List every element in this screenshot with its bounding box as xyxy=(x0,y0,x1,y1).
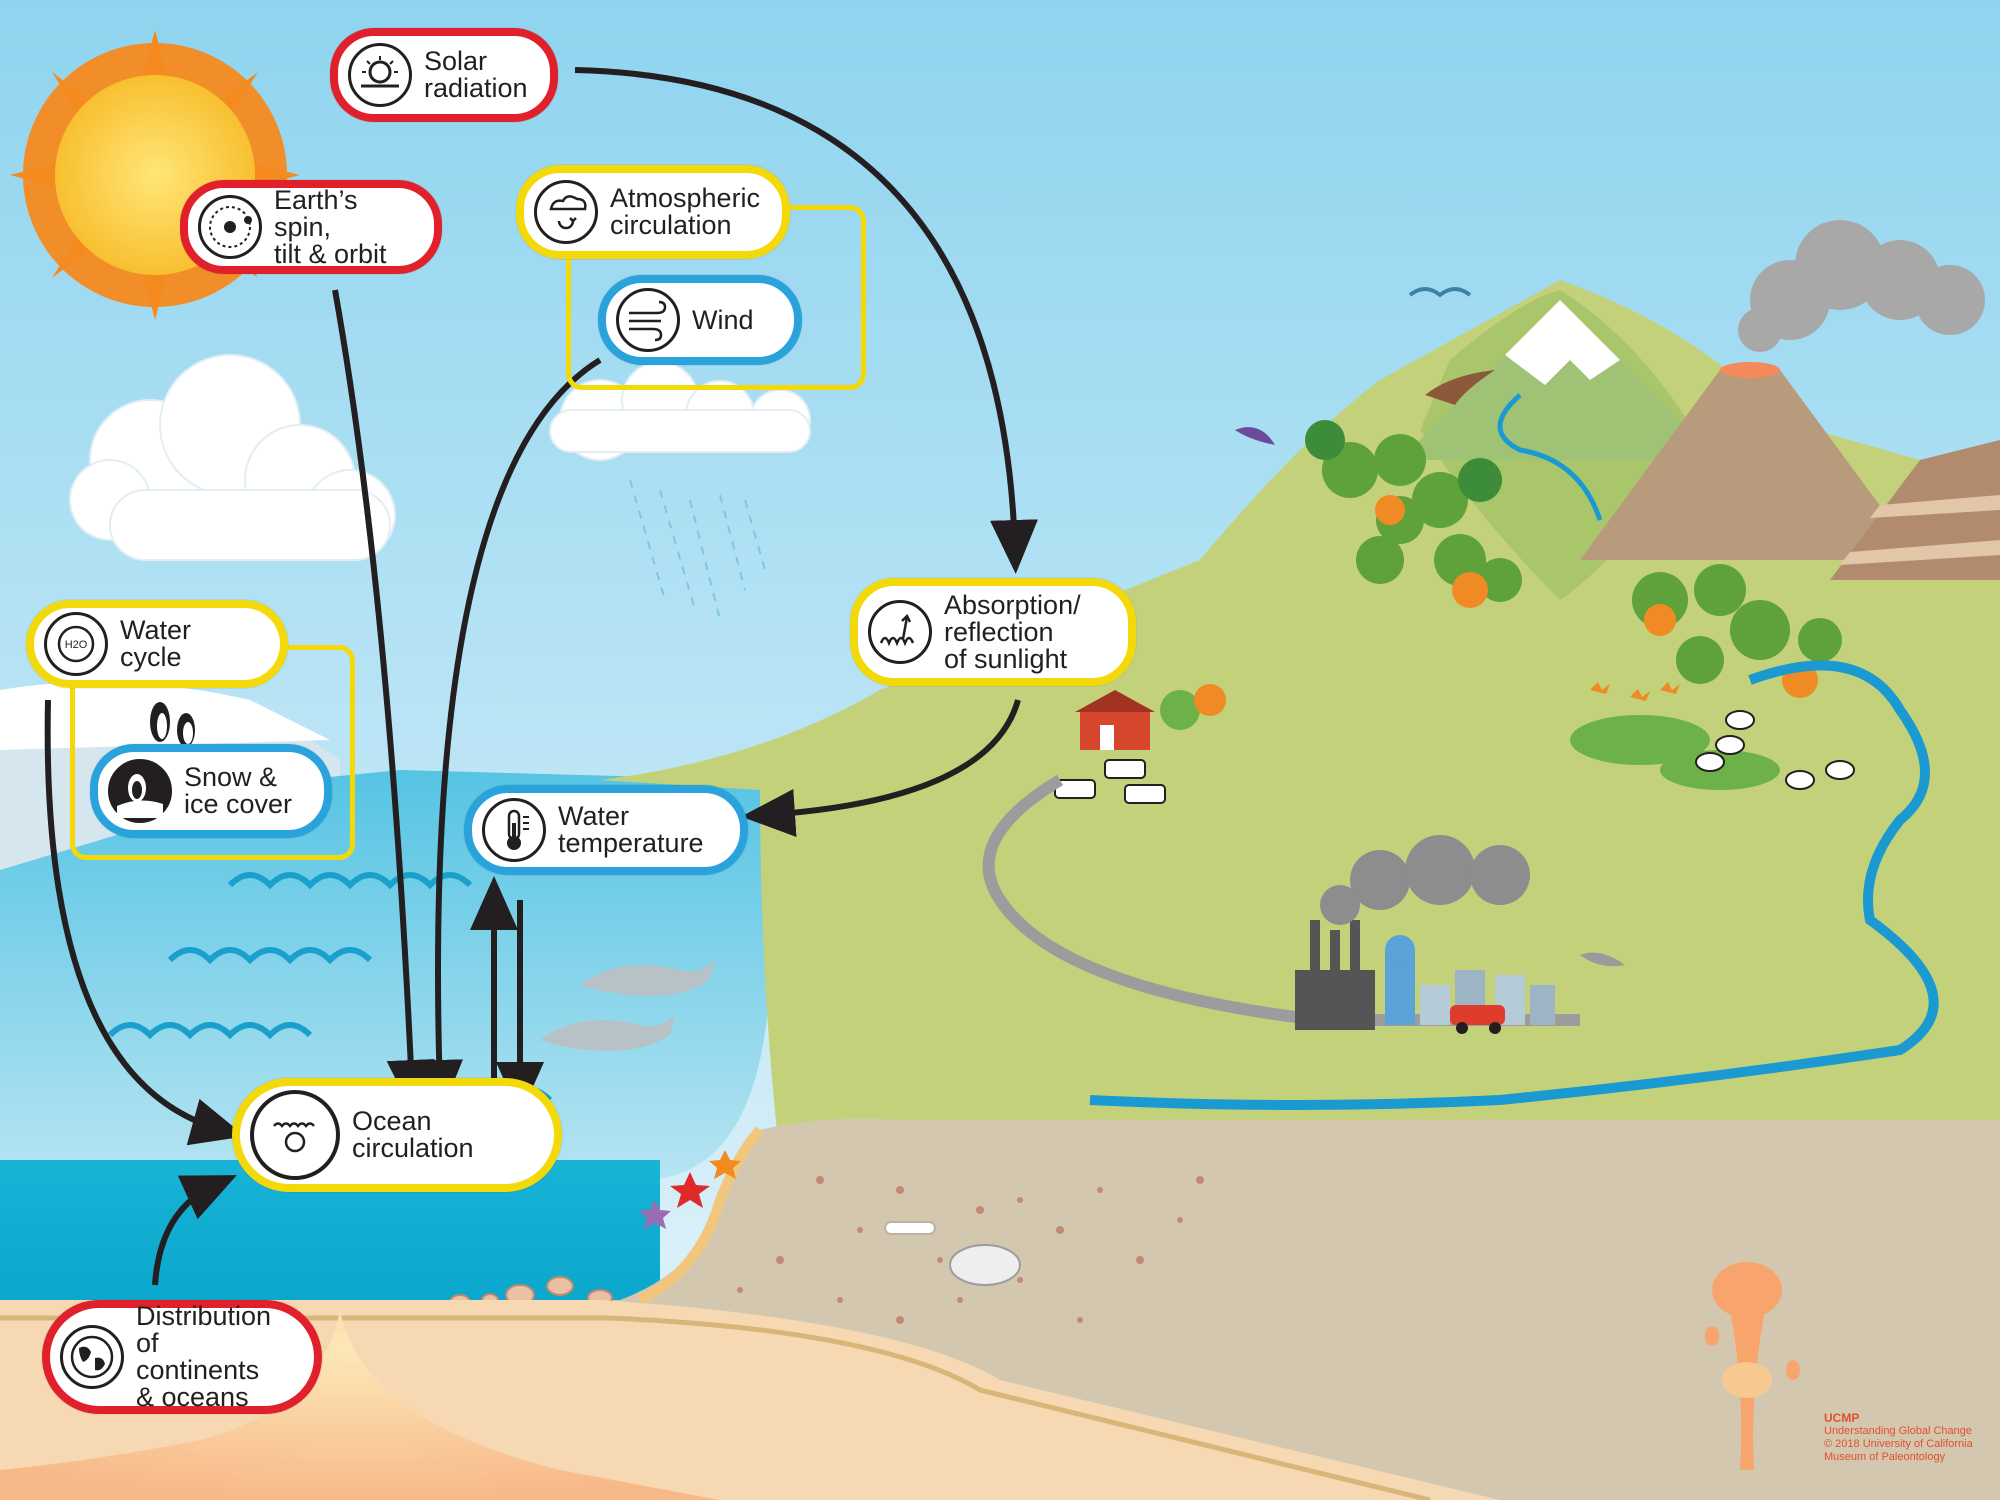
node-snow-ice[interactable]: Snow & ice cover xyxy=(90,744,332,838)
shoreline xyxy=(637,1126,764,1305)
arrow-watercycle-to-ocean xyxy=(44,699,246,1146)
arrow-spin-to-ocean xyxy=(332,289,435,1114)
factory xyxy=(1295,835,1530,1030)
credit-block: UCMP Understanding Global Change © 2018 … xyxy=(1824,1412,1994,1464)
farm xyxy=(1075,684,1226,750)
node-solar-radiation[interactable]: Solar radiation xyxy=(330,28,558,122)
volcano xyxy=(1580,370,1920,560)
cliff-layers xyxy=(1830,440,2000,580)
node-ocean-circulation-label: Ocean circulation xyxy=(352,1106,474,1163)
forest-upper xyxy=(1305,420,1522,608)
volcano-crater xyxy=(1720,362,1780,378)
magma-plume xyxy=(0,1310,720,1500)
node-atmospheric-circulation-label: Atmospheric circulation xyxy=(610,183,761,240)
forest-right xyxy=(1632,564,1842,698)
wind-icon xyxy=(616,288,680,352)
h2o-text: H2O xyxy=(65,639,88,651)
city xyxy=(1385,935,1555,1025)
orbit-icon xyxy=(198,195,262,259)
cloud-left xyxy=(69,354,396,561)
credit-line: Museum of Paleontology xyxy=(1824,1451,1946,1463)
thermometer-icon xyxy=(482,798,546,862)
arrows xyxy=(44,67,1039,1286)
volcano-smoke xyxy=(1738,220,1985,352)
ocean-cycle-icon xyxy=(250,1090,340,1180)
node-absorption-label: Absorption/ reflection of sunlight xyxy=(944,589,1081,674)
sheep xyxy=(1695,710,1855,790)
birds xyxy=(1235,287,1625,967)
rain xyxy=(629,479,766,621)
node-water-cycle[interactable]: H2O Water cycle xyxy=(26,600,288,688)
crust-line xyxy=(0,1315,1431,1500)
arrow-distribution-to-ocean xyxy=(152,1175,237,1286)
node-earth-spin[interactable]: Earth’s spin, tilt & orbit xyxy=(180,180,442,274)
absorption-icon xyxy=(868,600,932,664)
sediment xyxy=(0,1118,2000,1500)
node-distribution[interactable]: Distribution of continents & oceans xyxy=(42,1300,322,1414)
node-wind-label: Wind xyxy=(692,304,754,335)
arrow-solar-to-absorption xyxy=(574,67,1039,574)
sun xyxy=(10,30,300,320)
road xyxy=(982,774,1580,1026)
car xyxy=(1450,1005,1505,1034)
meadow xyxy=(1570,715,1780,790)
node-snow-ice-label: Snow & ice cover xyxy=(184,762,293,819)
credit-line: Understanding Global Change xyxy=(1824,1425,1972,1437)
snow-mountain xyxy=(1400,300,1720,460)
fossils xyxy=(884,1221,1021,1286)
credit-line: © 2018 University of California xyxy=(1824,1438,1973,1450)
node-atmospheric-circulation[interactable]: Atmospheric circulation xyxy=(516,165,790,259)
credit-brand: UCMP xyxy=(1824,1411,1860,1425)
mantle-plume-right xyxy=(1705,1262,1800,1470)
node-solar-radiation-label: Solar radiation xyxy=(424,46,528,103)
river xyxy=(1089,660,1939,1110)
penguins xyxy=(150,702,195,747)
node-earth-spin-label: Earth’s spin, tilt & orbit xyxy=(274,184,387,269)
cloud-cycle-icon xyxy=(534,180,598,244)
snow-cap xyxy=(1505,300,1620,385)
penguin-icon xyxy=(108,759,172,823)
globe-icon xyxy=(60,1325,124,1389)
sun-icon xyxy=(348,43,412,107)
h2o-cycle-icon: H2O xyxy=(44,612,108,676)
arrow-wind-to-ocean xyxy=(415,357,602,1114)
butterflies xyxy=(1590,682,1680,701)
node-water-temperature-label: Water temperature xyxy=(558,801,704,858)
dolphins xyxy=(540,960,715,1051)
node-absorption[interactable]: Absorption/ reflection of sunlight xyxy=(850,578,1136,686)
mountain-stream xyxy=(1497,393,1603,521)
node-water-temperature[interactable]: Water temperature xyxy=(464,785,748,875)
node-distribution-label: Distribution of continents & oceans xyxy=(136,1301,272,1412)
cows xyxy=(1054,759,1166,804)
node-wind[interactable]: Wind xyxy=(598,275,802,365)
starfish xyxy=(639,1150,741,1229)
sediment-speckles xyxy=(737,1176,1204,1324)
arrow-absorption-to-temp xyxy=(741,699,1021,837)
node-water-cycle-label: Water cycle xyxy=(120,615,192,672)
node-ocean-circulation[interactable]: Ocean circulation xyxy=(232,1078,562,1192)
